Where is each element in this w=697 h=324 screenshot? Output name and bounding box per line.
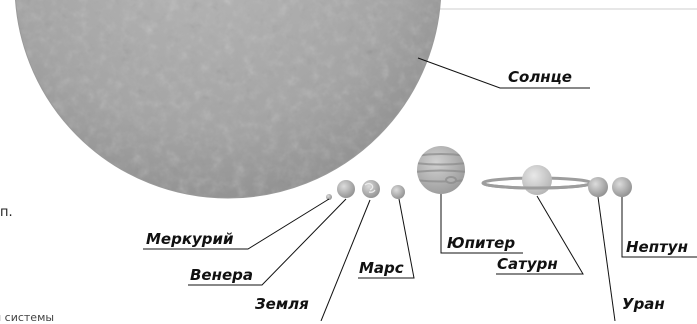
leader-uranus: [598, 197, 615, 321]
label-neptune: Нептун: [626, 238, 688, 256]
venus: [337, 180, 355, 198]
label-mercury: Меркурий: [146, 230, 234, 248]
label-jupiter: Юпитер: [447, 234, 515, 252]
label-sun: Солнце: [508, 68, 572, 86]
neptune: [612, 177, 632, 197]
uranus: [588, 177, 608, 197]
label-saturn: Сатурн: [497, 255, 558, 273]
earth: [362, 180, 380, 198]
label-mars: Марс: [359, 259, 404, 277]
label-earth: Земля: [255, 295, 309, 313]
label-uranus: Уран: [622, 295, 665, 313]
mars: [391, 185, 405, 199]
saturn: [483, 165, 591, 195]
jupiter: [415, 146, 467, 194]
sun: [15, 0, 441, 198]
label-venus: Венера: [190, 266, 253, 284]
